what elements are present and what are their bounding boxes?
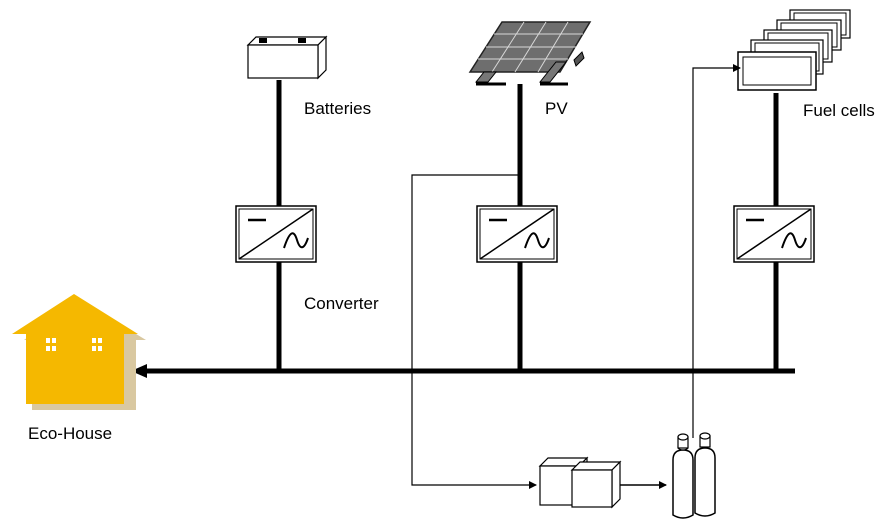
converter-pv [476,205,558,263]
converter-fuel-cell [733,205,815,263]
bus-arrow-icon [131,364,147,378]
batteries-label: Batteries [304,99,371,118]
converter-label: Converter [304,294,379,313]
fuel-cells-label: Fuel cells [803,101,875,120]
electrolyzer-icon [538,456,622,509]
eco-house-label: Eco-House [28,424,112,443]
battery-icon [246,35,328,80]
fuel-cell-stack-icon [737,9,851,91]
hydrogen-supply-line [411,64,741,489]
converter-battery [235,205,317,263]
pv-label: PV [545,99,568,118]
gas-cylinder-icon [672,432,716,519]
solar-panel-icon [468,21,592,86]
house-icon [12,294,146,410]
ac-bus [131,364,795,378]
